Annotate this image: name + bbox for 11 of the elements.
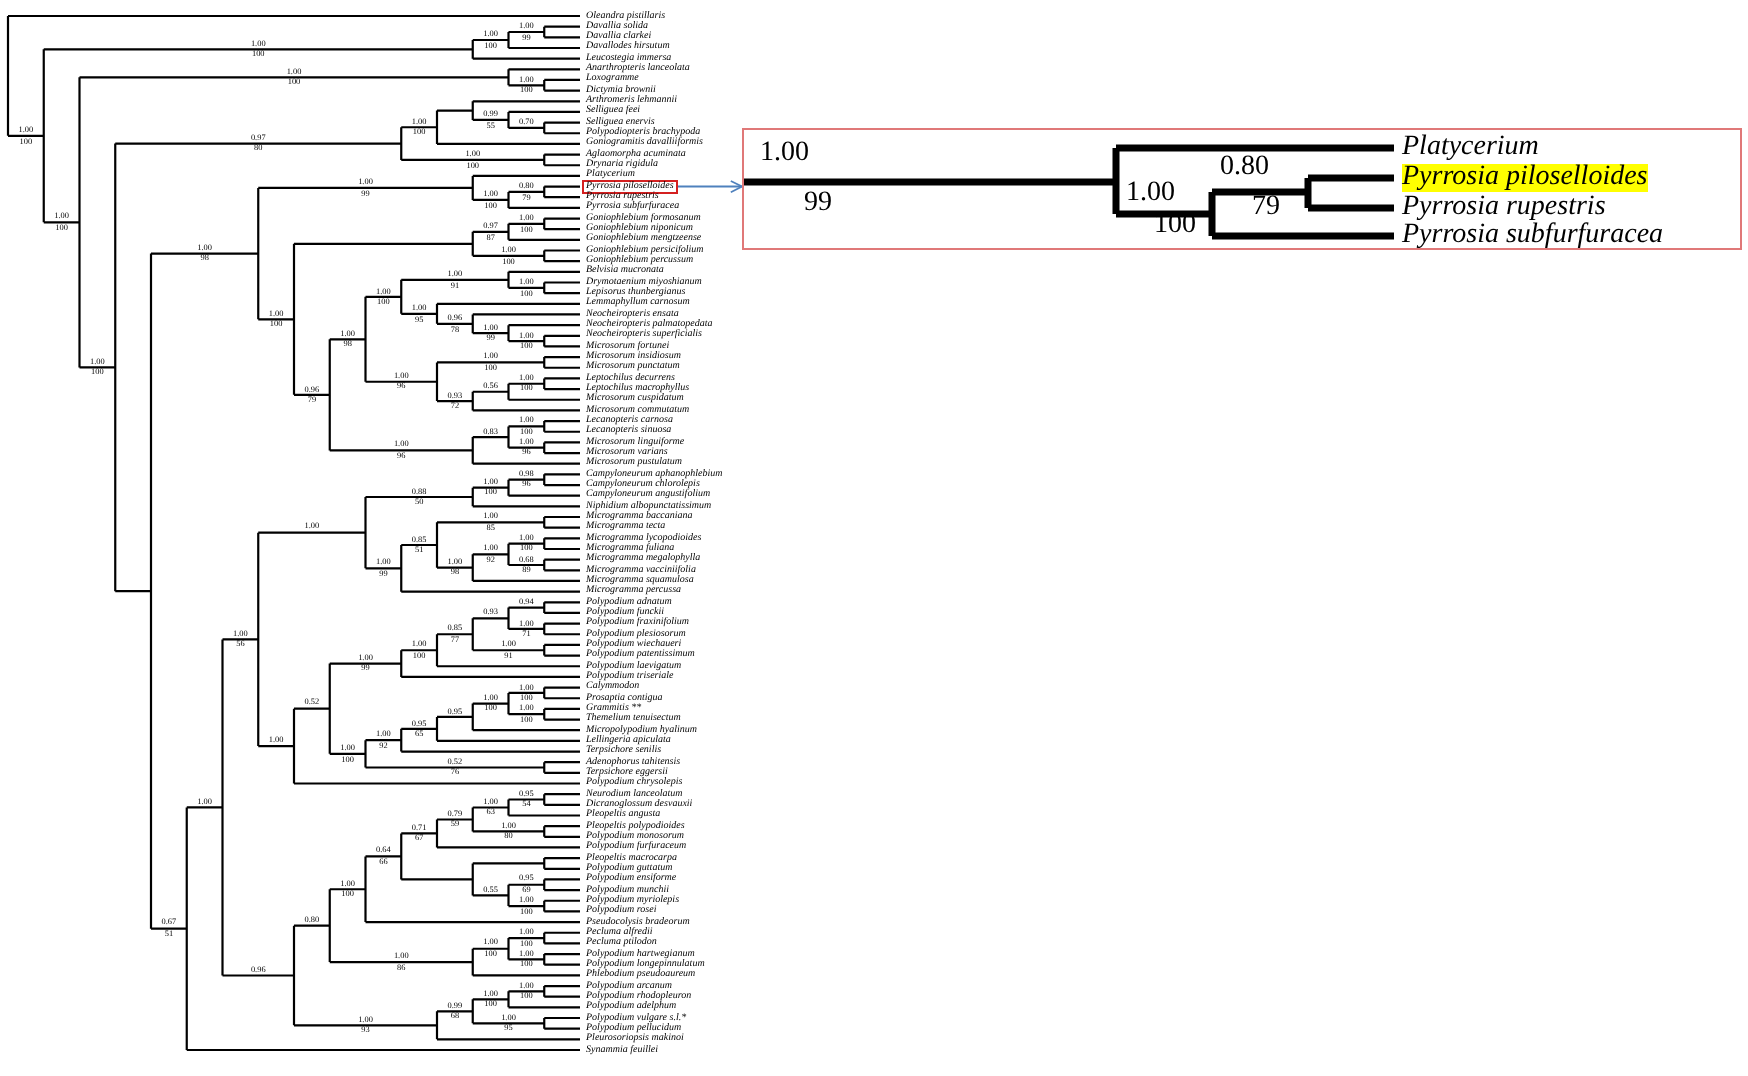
taxon-name: Platycerium bbox=[1402, 134, 1539, 162]
support-value: 1.00 bbox=[1126, 180, 1175, 208]
taxon-name: Pyrrosia rupestris bbox=[1402, 194, 1606, 222]
support-value: 99 bbox=[804, 190, 832, 218]
support-value: 0.80 bbox=[1220, 154, 1269, 182]
zoom-inset-panel bbox=[742, 128, 1742, 250]
taxon-name: Pyrrosia subfurfuracea bbox=[1402, 222, 1664, 248]
arrow bbox=[676, 180, 743, 193]
support-value: 1.00 bbox=[760, 140, 809, 168]
highlighted-taxon-name: Pyrrosia piloselloides bbox=[1402, 164, 1648, 192]
support-value: 79 bbox=[1252, 194, 1280, 222]
